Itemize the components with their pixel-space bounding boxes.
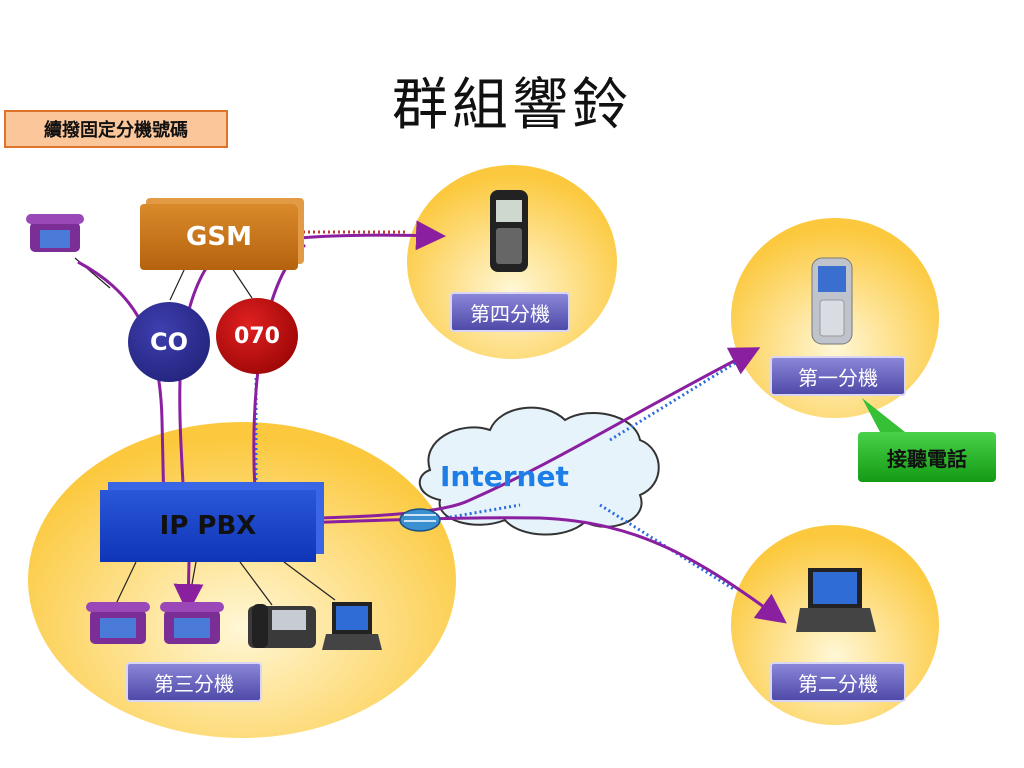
line-070: 070 bbox=[216, 298, 298, 374]
ext2-label: 第二分機 bbox=[770, 662, 906, 702]
nokia-phone-icon bbox=[811, 257, 853, 345]
ext1-label: 第一分機 bbox=[770, 356, 906, 396]
ext3-label: 第三分機 bbox=[126, 662, 262, 702]
laptop-icon bbox=[796, 568, 876, 632]
ip-pbx: IP PBX bbox=[100, 490, 316, 562]
page-title: 群組響鈴 bbox=[392, 73, 632, 138]
laptop-icon bbox=[322, 602, 382, 650]
gsm-gateway: GSM bbox=[140, 204, 298, 270]
ip-phone-icon bbox=[248, 604, 316, 648]
dotted-links bbox=[254, 230, 741, 592]
desk-phone-icon bbox=[86, 602, 150, 644]
desk-phone-icon bbox=[160, 602, 224, 644]
router-icon bbox=[399, 508, 441, 532]
co-line: CO bbox=[128, 302, 210, 382]
internet-cloud bbox=[418, 406, 660, 536]
callout-pointer bbox=[862, 398, 905, 432]
desk-phone-icon bbox=[26, 214, 84, 252]
ext4-label: 第四分機 bbox=[450, 292, 570, 332]
note-label: 續撥固定分機號碼 bbox=[4, 110, 228, 148]
internet-label: Internet bbox=[440, 460, 569, 493]
answer-call-callout: 接聽電話 bbox=[858, 432, 996, 482]
mobile-phone-icon bbox=[490, 190, 528, 272]
